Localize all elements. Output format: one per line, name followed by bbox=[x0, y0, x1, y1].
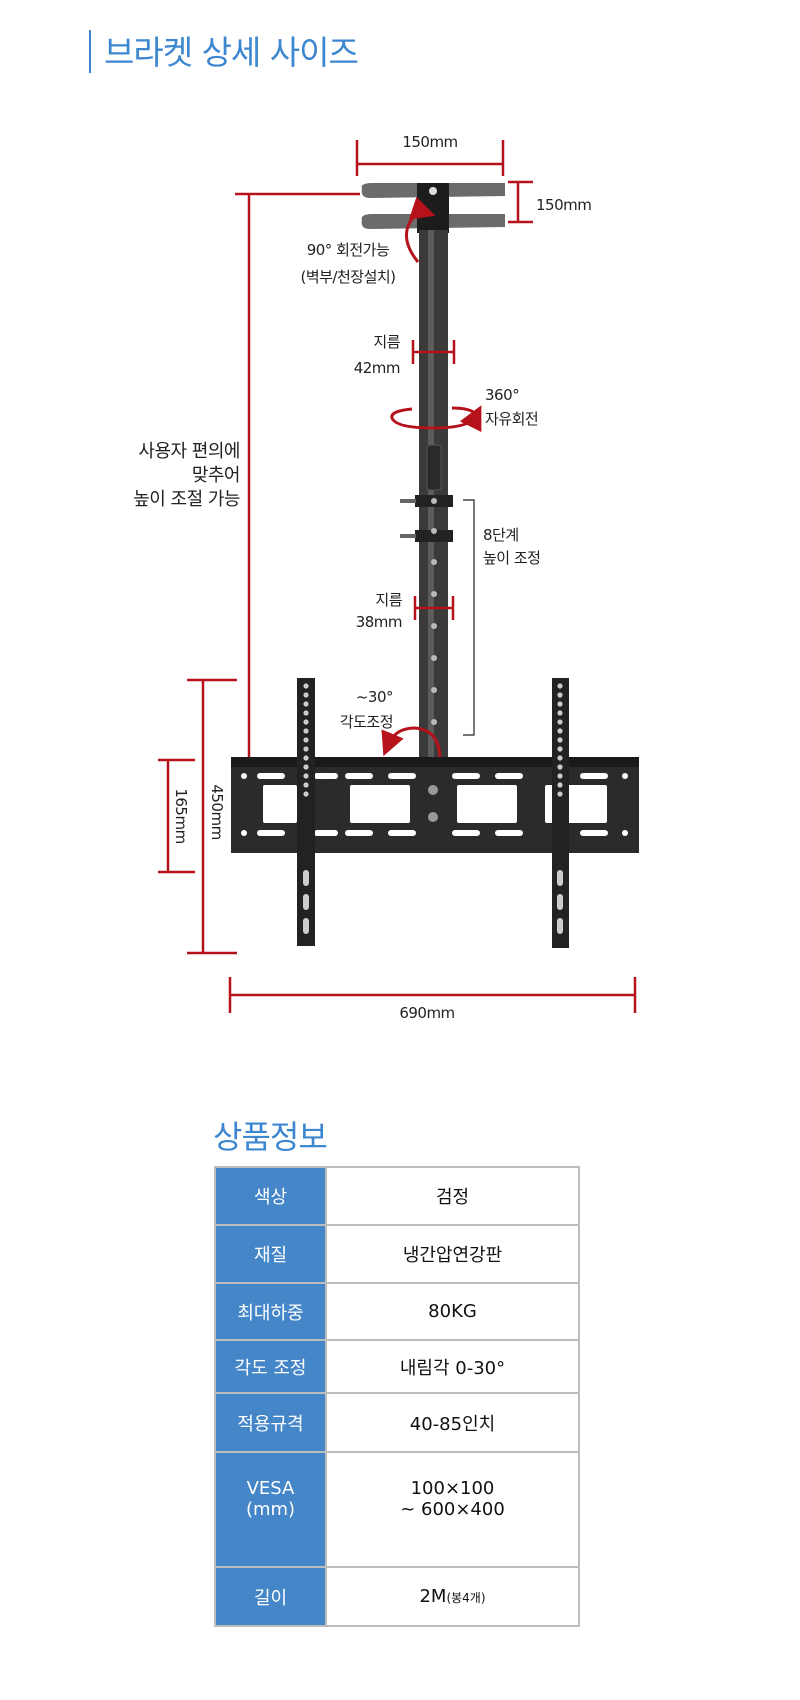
arm-hole bbox=[303, 773, 309, 779]
arm-hole bbox=[303, 746, 309, 752]
arm-slot bbox=[557, 918, 563, 934]
arm-hole bbox=[557, 746, 563, 752]
row-label: VESA bbox=[246, 1477, 295, 1499]
arm-slot bbox=[303, 894, 309, 910]
arm-hole bbox=[303, 764, 309, 770]
arm-slot bbox=[557, 894, 563, 910]
row-label: 재질 bbox=[214, 1224, 327, 1284]
top-height-label: 150mm bbox=[536, 196, 591, 214]
arm-hole bbox=[557, 791, 563, 797]
rotate90-label: 90° 회전가능 bbox=[307, 241, 390, 259]
row-value: 40-85인치 bbox=[325, 1392, 580, 1453]
arm-hole bbox=[557, 728, 563, 734]
arm-hole bbox=[557, 737, 563, 743]
ceiling-plates bbox=[361, 183, 505, 233]
steps-label: 8단계 bbox=[483, 526, 519, 544]
product-info-title: 상품정보 bbox=[213, 1118, 328, 1156]
arm-hole bbox=[557, 719, 563, 725]
height-adjust-line1: 사용자 편의에 bbox=[138, 441, 240, 462]
row-label: (mm) bbox=[245, 1498, 296, 1520]
arm-hole bbox=[303, 755, 309, 761]
vertical-arm-left bbox=[297, 678, 315, 946]
pole-holes bbox=[431, 498, 437, 725]
tv-mount-plate bbox=[231, 757, 639, 853]
plate-height-outer-label: 450mm bbox=[208, 784, 226, 839]
row-value: 80KG bbox=[325, 1282, 580, 1341]
height-adjust-line3: 높이 조절 가능 bbox=[133, 489, 240, 510]
arm-hole bbox=[303, 719, 309, 725]
rotate360-label: 360° bbox=[485, 386, 519, 404]
row-value: 2M bbox=[419, 1586, 447, 1607]
row-value: 100×100 bbox=[410, 1477, 495, 1499]
arm-hole bbox=[303, 782, 309, 788]
arm-hole bbox=[303, 728, 309, 734]
row-value: 내림각 0-30° bbox=[325, 1339, 580, 1394]
steps-bracket bbox=[463, 499, 475, 736]
dia42-label: 지름 bbox=[373, 333, 400, 351]
arm-hole bbox=[557, 683, 563, 689]
vertical-arm-right bbox=[552, 678, 569, 948]
arm-hole bbox=[303, 791, 309, 797]
row-value-note: (봉4개) bbox=[446, 1591, 486, 1605]
tilt-sublabel: 각도조정 bbox=[340, 713, 393, 731]
section-title: 브라켓 상세 사이즈 bbox=[104, 33, 359, 72]
arm-hole bbox=[557, 782, 563, 788]
steps-sublabel: 높이 조정 bbox=[483, 549, 540, 567]
rotate90-sublabel: (벽부/천장설치) bbox=[300, 268, 395, 286]
row-label: 길이 bbox=[214, 1566, 327, 1627]
top-width-label: 150mm bbox=[402, 133, 457, 151]
row-label: 적용규격 bbox=[214, 1392, 327, 1453]
plate-width-label: 690mm bbox=[399, 1004, 454, 1022]
arm-hole bbox=[303, 710, 309, 716]
arm-hole bbox=[303, 683, 309, 689]
row-value: 검정 bbox=[325, 1166, 580, 1226]
arm-slot bbox=[557, 870, 563, 886]
row-label: 색상 bbox=[214, 1166, 327, 1226]
table-row: 길이 2M(봉4개) bbox=[214, 1566, 580, 1627]
title-accent-bar bbox=[89, 30, 91, 73]
arm-hole bbox=[303, 701, 309, 707]
arm-hole bbox=[557, 755, 563, 761]
tilt-label: ~30° bbox=[356, 688, 393, 706]
arm-holes bbox=[303, 683, 563, 934]
rotate360-sublabel: 자유회전 bbox=[485, 410, 538, 428]
table-row: VESA(mm) 100×100~ 600×400 bbox=[214, 1451, 580, 1568]
dia38-value: 38mm bbox=[356, 613, 402, 631]
dimension-lines bbox=[158, 140, 637, 1013]
arm-hole bbox=[557, 710, 563, 716]
row-label: 각도 조정 bbox=[214, 1339, 327, 1394]
bracket-diagram: 150mm 150mm 90° 회전가능 (벽부/천장설치) 지름 42mm 3… bbox=[133, 133, 639, 1022]
arm-hole bbox=[557, 764, 563, 770]
arm-hole bbox=[303, 737, 309, 743]
row-value: ~ 600×400 bbox=[400, 1498, 505, 1520]
arm-hole bbox=[557, 773, 563, 779]
height-adjust-line2: 맞추어 bbox=[192, 465, 240, 486]
plate-height-inner-label: 165mm bbox=[172, 788, 190, 843]
arm-slot bbox=[303, 918, 309, 934]
arm-slot bbox=[303, 870, 309, 886]
dia38-label: 지름 bbox=[375, 591, 402, 609]
dia42-value: 42mm bbox=[354, 359, 400, 377]
arm-hole bbox=[557, 692, 563, 698]
row-label: 최대하중 bbox=[214, 1282, 327, 1341]
arm-hole bbox=[557, 701, 563, 707]
row-value: 냉간압연강판 bbox=[325, 1224, 580, 1284]
rotation-arrows bbox=[381, 196, 482, 761]
pole-slot bbox=[426, 444, 442, 491]
arm-hole bbox=[303, 692, 309, 698]
